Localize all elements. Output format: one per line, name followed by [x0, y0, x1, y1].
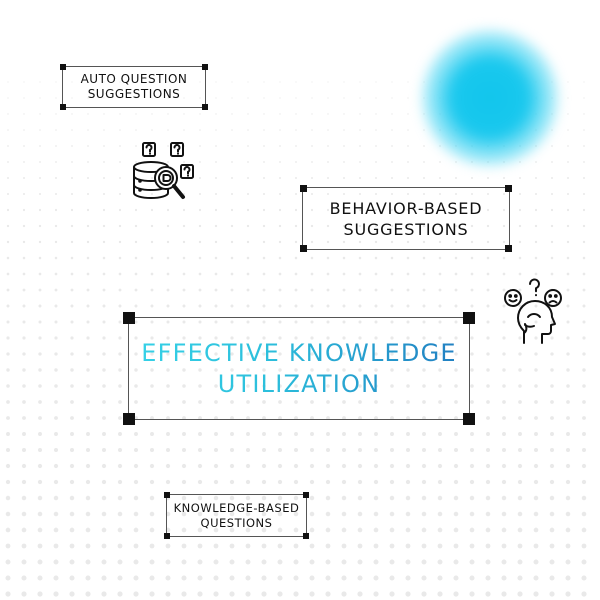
auto-question-suggestions-label: AUTO QUESTION SUGGESTIONS — [81, 72, 188, 102]
corner-marker — [202, 104, 208, 110]
label-line: SUGGESTIONS — [87, 87, 181, 101]
behavior-based-suggestions-card: BEHAVIOR-BASED SUGGESTIONS — [300, 185, 512, 252]
corner-marker — [164, 533, 170, 539]
title-line: EFFECTIVE KNOWLEDGE — [141, 338, 457, 367]
corner-marker — [60, 104, 66, 110]
cyan-glow-blob — [422, 30, 558, 166]
head-emotions-question-icon — [504, 278, 562, 344]
corner-marker — [303, 492, 309, 498]
auto-question-suggestions-card: AUTO QUESTION SUGGESTIONS — [60, 64, 208, 110]
label-line: BEHAVIOR-BASED — [329, 198, 483, 218]
corner-marker — [123, 312, 135, 324]
corner-marker — [202, 64, 208, 70]
label-line: AUTO QUESTION — [80, 72, 188, 86]
corner-marker — [463, 312, 475, 324]
effective-knowledge-utilization-title: EFFECTIVE KNOWLEDGE UTILIZATION — [141, 338, 457, 400]
corner-marker — [303, 533, 309, 539]
corner-marker — [505, 185, 512, 192]
corner-marker — [164, 492, 170, 498]
label-line: KNOWLEDGE-BASED — [173, 500, 300, 515]
corner-marker — [300, 185, 307, 192]
corner-marker — [300, 245, 307, 252]
corner-marker — [123, 413, 135, 425]
title-line: UTILIZATION — [217, 369, 381, 398]
behavior-based-suggestions-label: BEHAVIOR-BASED SUGGESTIONS — [330, 198, 483, 240]
knowledge-based-questions-label: KNOWLEDGE-BASED QUESTIONS — [174, 501, 300, 531]
label-line: SUGGESTIONS — [343, 219, 469, 239]
corner-marker — [505, 245, 512, 252]
corner-marker — [463, 413, 475, 425]
knowledge-based-questions-card: KNOWLEDGE-BASED QUESTIONS — [164, 492, 309, 539]
corner-marker — [60, 64, 66, 70]
effective-knowledge-utilization-card: EFFECTIVE KNOWLEDGE UTILIZATION — [123, 312, 475, 425]
database-search-question-icon — [133, 142, 194, 199]
label-line: QUESTIONS — [200, 515, 273, 530]
